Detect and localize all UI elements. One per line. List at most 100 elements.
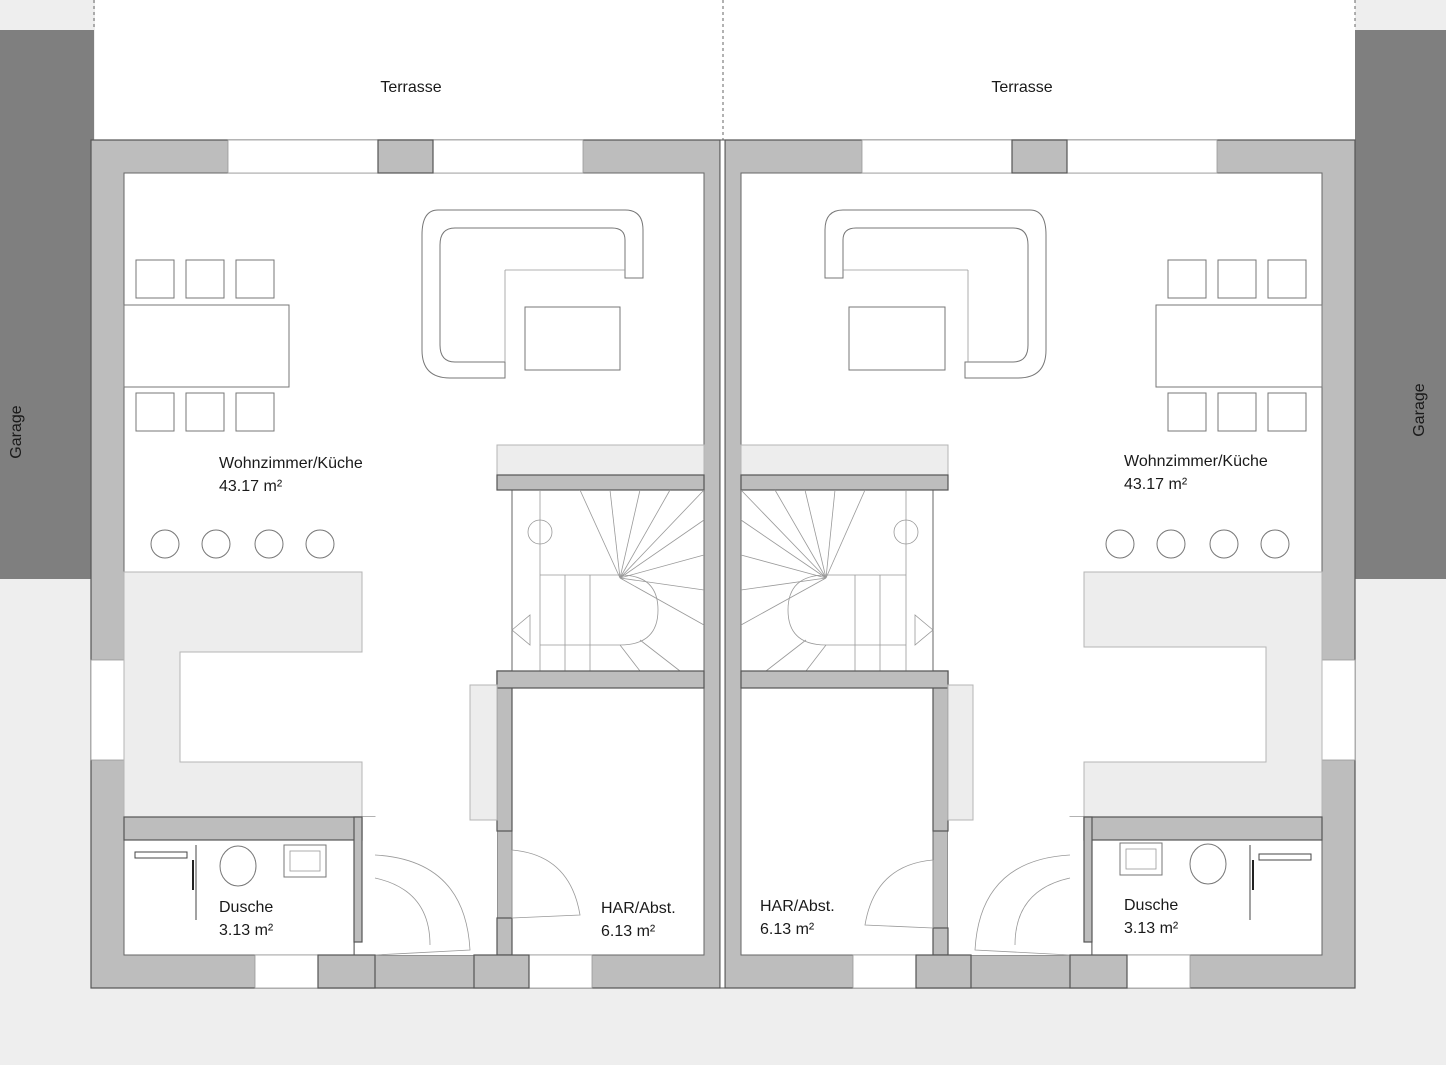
- window-left-top-1: [227, 139, 379, 174]
- storage-wall-right-a: [932, 670, 949, 832]
- bar-stool: [1105, 529, 1135, 559]
- storage-area-left: 6.13 m²: [601, 923, 656, 940]
- stair-wall-left: [496, 474, 705, 491]
- staircase-right: [740, 489, 934, 672]
- sofa-right: [824, 209, 1047, 379]
- terrace-right-area: [723, 0, 1355, 140]
- window-right-top-1: [861, 139, 1013, 174]
- hall-left: [355, 817, 497, 955]
- pier-left-top: [377, 139, 434, 174]
- shower-area-right: 3.13 m²: [1124, 920, 1179, 937]
- window-right-top-2: [1066, 139, 1218, 174]
- garage-label-right: Garage: [1411, 383, 1428, 436]
- shower-name-right: Dusche: [1124, 897, 1178, 914]
- storage-room-left: [511, 687, 705, 956]
- toilet-left: [219, 845, 257, 887]
- storage-area-right: 6.13 m²: [760, 921, 815, 938]
- bar-stool: [150, 529, 180, 559]
- chair: [185, 392, 225, 432]
- bar-stool: [305, 529, 335, 559]
- window-left-top-2: [432, 139, 584, 174]
- chair: [1267, 259, 1307, 299]
- sofa-right-inner: [843, 269, 969, 362]
- toilet-right: [1189, 843, 1227, 885]
- garage-right: [1355, 30, 1446, 579]
- staircase-left: [511, 489, 705, 672]
- window-right-bottom-2: [852, 954, 917, 989]
- garage-left: [0, 30, 94, 579]
- storage-wall-left-b: [496, 670, 705, 689]
- storage-door-left: [511, 849, 581, 919]
- party-wall: [719, 139, 726, 989]
- storage-wall-left-a: [496, 670, 513, 832]
- coffee-table-right: [848, 306, 946, 371]
- shower-wall-left-r: [353, 816, 363, 943]
- pier-right-bottom: [1069, 954, 1128, 989]
- unit-left: [90, 139, 705, 989]
- window-right-side: [1321, 659, 1356, 761]
- storage-room-right: [740, 687, 934, 956]
- sink-left: [283, 844, 327, 878]
- living-room-name-right: Wohnzimmer/Küche: [1124, 453, 1268, 470]
- shower-wall-left: [123, 816, 363, 841]
- chair: [235, 392, 275, 432]
- chair: [1167, 259, 1207, 299]
- bar-stool: [1156, 529, 1186, 559]
- dining-table-right: [1155, 304, 1323, 388]
- bar-stool: [254, 529, 284, 559]
- shower-name-left: Dusche: [219, 899, 273, 916]
- chair: [185, 259, 225, 299]
- stair-shelf-right: [740, 444, 949, 476]
- terrace-label-right: Terrasse: [991, 79, 1052, 96]
- window-left-bottom-1: [254, 954, 319, 989]
- bar-stool: [1260, 529, 1290, 559]
- chair: [1267, 392, 1307, 432]
- chair: [1217, 259, 1257, 299]
- window-right-bottom-1: [1126, 954, 1191, 989]
- chair: [235, 259, 275, 299]
- shower-area-left: 3.13 m²: [219, 922, 274, 939]
- window-left-side: [90, 659, 125, 761]
- shower-tray-left: [134, 851, 188, 859]
- bar-stool: [201, 529, 231, 559]
- storage-wall-right-c: [932, 927, 949, 956]
- storage-name-left: HAR/Abst.: [601, 900, 676, 917]
- stair-wall-right: [740, 474, 949, 491]
- hall-right: [948, 817, 1091, 955]
- stair-area-right: [740, 489, 934, 672]
- chair: [1217, 392, 1257, 432]
- living-room-name-left: Wohnzimmer/Küche: [219, 455, 363, 472]
- pier-left-bottom-2: [473, 954, 530, 989]
- storage-door-right: [864, 859, 934, 929]
- living-room-area-left: 43.17 m²: [219, 478, 283, 495]
- pier-right-bottom-2: [915, 954, 972, 989]
- stair-area-left: [511, 489, 705, 672]
- shower-wall-right-l: [1083, 816, 1093, 943]
- shower-tray-right: [1258, 853, 1312, 861]
- terrace-left-area: [95, 0, 723, 140]
- window-left-bottom-2: [528, 954, 593, 989]
- hall-door-right: [974, 854, 1071, 956]
- closet-left: [469, 684, 498, 821]
- chair: [135, 392, 175, 432]
- chair: [1167, 392, 1207, 432]
- pier-left-bottom: [317, 954, 376, 989]
- chair: [135, 259, 175, 299]
- shower-wall-right: [1083, 816, 1323, 841]
- storage-name-right: HAR/Abst.: [760, 898, 835, 915]
- hall-door-left: [374, 854, 471, 956]
- closet-right: [947, 684, 974, 821]
- shower-room-left: [123, 839, 355, 956]
- unit-right: [740, 139, 1356, 989]
- sink-right: [1119, 842, 1163, 876]
- dining-table-left: [123, 304, 290, 388]
- terrace-label-left: Terrasse: [380, 79, 441, 96]
- sofa-left-inner: [504, 269, 625, 362]
- bar-stool: [1209, 529, 1239, 559]
- pier-right-top: [1011, 139, 1068, 174]
- storage-wall-left-c: [496, 917, 513, 956]
- living-room-area-right: 43.17 m²: [1124, 476, 1188, 493]
- coffee-table-left: [524, 306, 621, 371]
- stair-shelf-left: [496, 444, 705, 476]
